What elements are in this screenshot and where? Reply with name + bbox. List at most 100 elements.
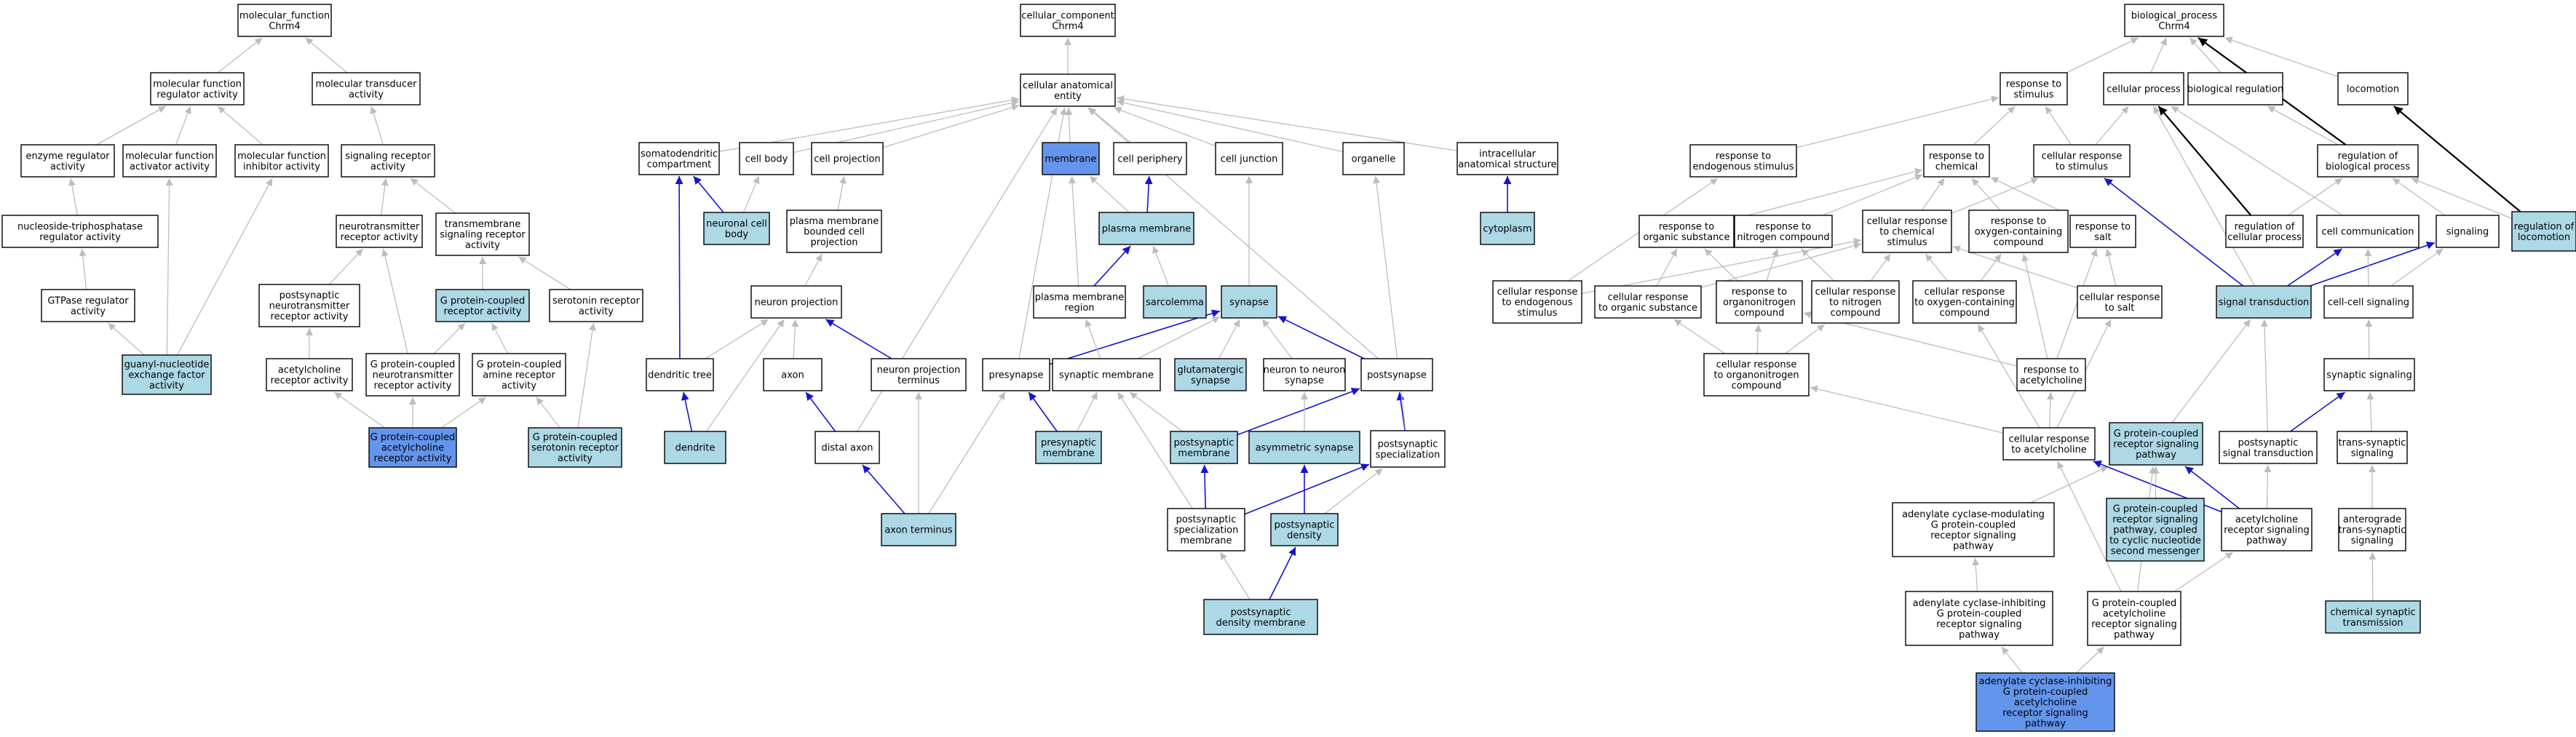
edge-rtach-to-rtocc [2021, 253, 2048, 359]
node-label-line: synapse [1191, 375, 1230, 386]
go-term-node: cellular process [2103, 72, 2184, 105]
node-box [1052, 358, 1161, 391]
edge-crtos-to-rtos [1656, 248, 1678, 287]
node-box [2103, 72, 2184, 105]
edge-cst-to-atss [2369, 551, 2377, 602]
edge-crtonc-to-rtonc [1754, 324, 1762, 354]
edge-crtchem-to-rtchem [1921, 178, 1945, 211]
edge-era-to-mfra [96, 105, 167, 146]
node-label-line: acetylcholine [2014, 698, 2077, 709]
node-label-line: receptor activity [341, 232, 419, 243]
node-label-line: molecular function [153, 79, 242, 89]
node-label-line: specialization [1174, 525, 1239, 536]
edge-cjunc-to-cae [1114, 106, 1216, 147]
node-label-line: cellular response [1608, 292, 1689, 303]
node-label-line: acetylcholine [381, 443, 444, 454]
edge-gnef-to-mfia [176, 178, 273, 356]
node-box [2106, 498, 2205, 562]
node-label-line: acetylcholine [2103, 608, 2165, 619]
node-label-line: cell junction [1221, 154, 1278, 165]
node-label-line: Chrm4 [269, 21, 300, 32]
node-label-line: biological regulation [2187, 84, 2283, 95]
edge-rtos-to-rtchem [1733, 167, 1923, 220]
edge-gpcsera-to-sera [577, 322, 596, 429]
node-box [1492, 280, 1582, 324]
node-box [41, 289, 135, 322]
node-label-line: compound [1831, 308, 1881, 319]
go-term-node: distal axon [815, 431, 880, 464]
edge-crtchem-to-crts [1951, 178, 2039, 214]
node-box [982, 358, 1050, 391]
node-label-line: serotonin receptor [531, 443, 619, 454]
node-label-line: G protein-coupled [2003, 687, 2088, 698]
node-label-line: second messenger [2111, 546, 2200, 557]
edge-sigtrans-to-cp [2152, 105, 2256, 287]
node-label-line: plasma membrane [1102, 224, 1192, 235]
node-box [2511, 211, 2576, 252]
node-box [336, 215, 423, 248]
edge-crtnc-to-rtnc [1801, 248, 1834, 282]
edge-signaling-to-rbp [2392, 178, 2446, 216]
edge-loco-to-bp [2224, 36, 2339, 78]
node-box [2323, 285, 2414, 319]
edge-rts-to-bp [2066, 37, 2139, 73]
edge-psspec-to-organ [1373, 175, 1406, 431]
node-box [2323, 358, 2415, 391]
node-box [2338, 508, 2406, 551]
node-label-line: compartment [647, 159, 711, 170]
node-label-line: receptor activity [271, 375, 349, 386]
node-box [1689, 144, 1797, 178]
node-box [2124, 4, 2224, 37]
node-box [1912, 280, 2017, 324]
edge-ccomm-to-cp [2171, 105, 2343, 216]
node-box [1113, 142, 1187, 175]
edge-mem-to-cae [1065, 107, 1073, 143]
node-label-line: response to [1732, 287, 1787, 298]
node-label-line: neuron projection [877, 364, 961, 375]
edge-presmem-to-presyn [1028, 391, 1058, 432]
node-box [638, 142, 720, 175]
node-label-line: stimulus [1517, 308, 1557, 319]
go-term-node: plasma membrane [1098, 212, 1194, 245]
node-box [2000, 72, 2068, 105]
node-label-line: cell body [745, 154, 788, 165]
node-label-line: neuron projection [755, 298, 839, 308]
node-label-line: specialization [1376, 450, 1440, 461]
node-label-line: axon terminus [884, 525, 953, 536]
edge-rcp-to-rbp [2287, 178, 2343, 216]
edge-rtocc-to-rtchem [1971, 178, 2001, 211]
node-label-line: receptor signaling [2224, 525, 2310, 536]
edge-axterm-to-daxon [862, 464, 905, 514]
node-label-line: glutamatergic [1177, 364, 1243, 375]
node-label-line: postsynapse [1367, 370, 1427, 381]
node-label-line: trans-synaptic [2339, 437, 2406, 448]
node-label-line: axon [781, 370, 804, 381]
edge-crtocc-to-crtchem [1925, 253, 1948, 282]
node-label-line: to organonitrogen [1713, 370, 1799, 381]
node-label-line: synaptic signaling [2326, 370, 2411, 381]
node-label-line: postsynaptic [1231, 607, 1291, 618]
node-label-line: stimulus [1887, 237, 1927, 248]
node-label-line: regulation of [2338, 151, 2398, 162]
node-label-line: chemical [1935, 162, 1978, 172]
node-label-line: membrane [1045, 154, 1096, 165]
node-box [1042, 142, 1100, 175]
edge-synmem-to-syn [1137, 316, 1221, 359]
node-label-line: regulator activity [156, 89, 238, 100]
node-label-line: locomotion [2347, 84, 2399, 95]
go-term-node: presynapse [982, 358, 1050, 391]
node-label-line: locomotion [2518, 232, 2570, 243]
